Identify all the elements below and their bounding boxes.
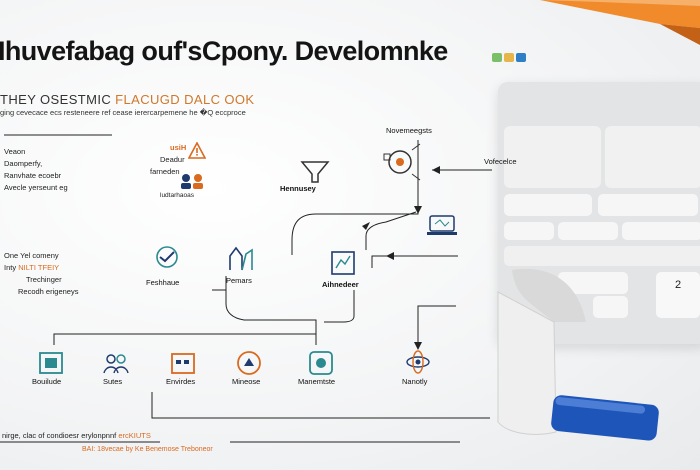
status-dots-icon — [492, 53, 526, 62]
note-line: One Yel comeny — [4, 251, 59, 260]
node-feshhaue-label: Feshhaue — [146, 278, 180, 287]
gear-camera-icon — [383, 143, 421, 181]
bottom-label: Manemtste — [298, 377, 336, 386]
node-novemeegsts-label: Novemeegsts — [386, 126, 432, 135]
settings-icon — [156, 246, 178, 268]
team-icon — [103, 354, 129, 374]
shield-icon — [237, 351, 261, 375]
people-icon — [181, 174, 203, 189]
node-line: farneden — [150, 167, 180, 176]
bottom-label: Mineose — [232, 377, 261, 386]
node-accent: usiH — [170, 143, 187, 152]
node-top-footer: ludtarhaoas — [160, 192, 194, 199]
keyboard-key-label: 2 — [656, 272, 700, 318]
node-top-group: usiH Deadur farneden — [150, 142, 186, 178]
document-chart-icon — [331, 251, 355, 275]
blue-marker — [551, 395, 659, 441]
bottom-label: Nanotly — [402, 377, 428, 386]
note-accent: NILTI TFEIY — [18, 263, 60, 272]
integration-icon — [309, 351, 333, 375]
footer-accent: ercKIUTS — [118, 431, 151, 440]
funnel-icon — [300, 161, 330, 183]
node-hennusey-label: Hennusey — [280, 184, 316, 193]
left-notes-1: Veaon Daomperfy, Ranvhate ecoebr Avecle … — [4, 146, 68, 194]
subtitle: THEY OSESTMIC FLACUGD DALC OOK — [0, 92, 255, 107]
node-aihnedeer-label: Aihnedeer — [322, 280, 359, 289]
bottom-label: Sutes — [103, 377, 123, 386]
footer-line-2: BAI: 18vecae by Ke Benemose Treboneor — [82, 446, 213, 453]
intro-text: ging cevecace ecs resteneere ref cease i… — [0, 108, 246, 117]
calendar-icon — [171, 353, 195, 374]
bottom-label: Bouilude — [32, 377, 62, 386]
page-title: Ihuvefabag ouf'sCpony. Develomnke — [0, 36, 448, 66]
tools-icon — [229, 246, 253, 271]
keyboard: 2 — [498, 82, 700, 344]
left-notes-2: One Yel comeny Inty NILTI TFEIY Treching… — [4, 250, 78, 298]
node-pemars-label: Pemars — [226, 276, 252, 285]
note-line: Avecle yerseunt eg — [4, 183, 68, 192]
subtitle-prefix: THEY OSESTMIC — [0, 92, 112, 107]
orange-pencil — [540, 0, 700, 45]
note-line: Veaon — [4, 147, 26, 156]
atom-icon — [406, 350, 430, 374]
node-line: Deadur — [160, 155, 185, 164]
subtitle-accent: FLACUGD DALC OOK — [115, 92, 255, 107]
warning-icon — [188, 142, 206, 159]
note-line: Ranvhate ecoebr — [4, 171, 62, 180]
bottom-label: Envirdes — [166, 377, 196, 386]
note-line: Daomperfy, — [4, 159, 43, 168]
note-prefix: Inty — [4, 263, 17, 272]
node-vofecelce-label: Vofecelce — [484, 157, 517, 166]
note-line: Recodh erigeneys — [18, 287, 79, 296]
note-line: Trechinger — [26, 275, 62, 284]
footer-prefix: nirge, clac of condioesr erylonpnnf — [2, 431, 117, 440]
footer-line-1: nirge, clac of condioesr erylonpnnf ercK… — [2, 430, 151, 442]
dashboard-icon — [39, 352, 63, 374]
laptop-icon — [427, 215, 457, 235]
curled-paper — [497, 268, 586, 435]
note-line: Inty NILTI TFEIY — [4, 262, 78, 274]
